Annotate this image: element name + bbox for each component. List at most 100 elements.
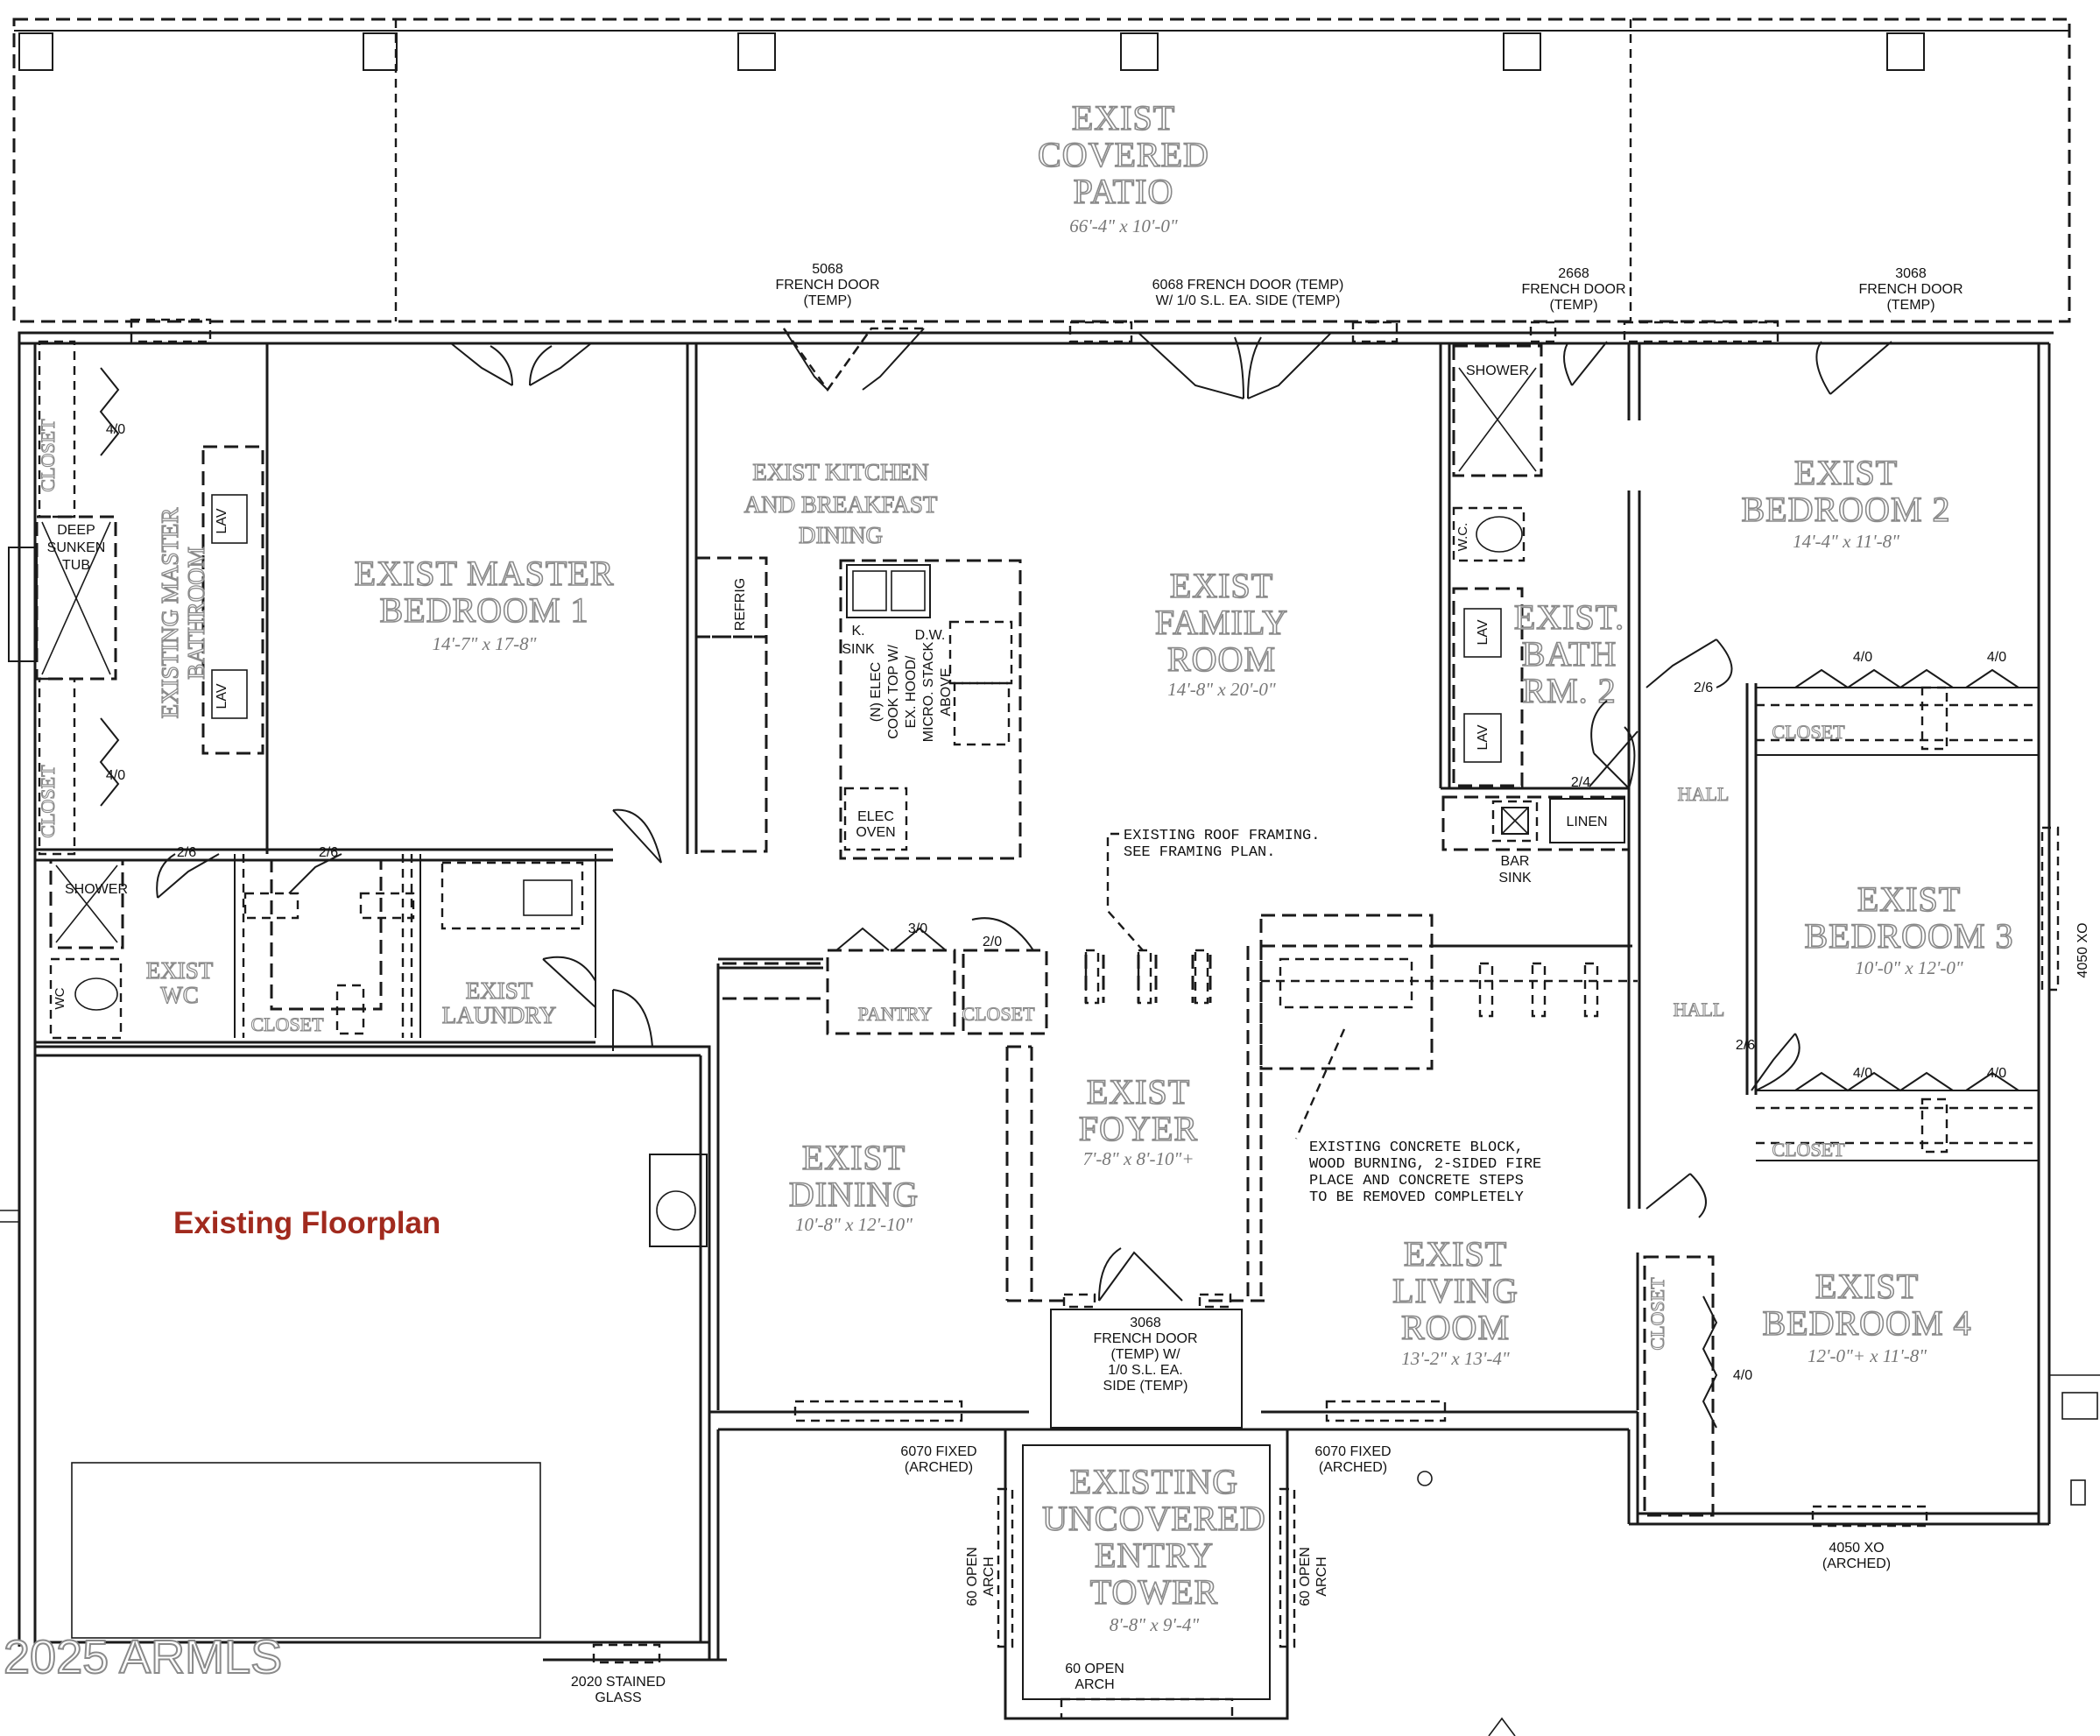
xo-bottom-2: (ARCHED) xyxy=(1822,1556,1891,1571)
tub-2: SUNKEN xyxy=(47,540,106,555)
living-name-3: ROOM xyxy=(1401,1308,1510,1347)
d5068-2: FRENCH DOOR xyxy=(775,278,879,293)
cooktop-4: MICRO. STACK xyxy=(921,641,936,742)
living-name-2: LIVING xyxy=(1392,1271,1519,1310)
svg-text:6070 FIXED: 6070 FIXED xyxy=(900,1444,976,1459)
bed2-name-2: BEDROOM 2 xyxy=(1741,490,1950,529)
svg-text:ABOVE: ABOVE xyxy=(939,667,954,716)
note-roof-1: EXISTING ROOF FRAMING. xyxy=(1124,828,1320,844)
cooktop-3: EX. HOOD/ xyxy=(904,655,919,728)
pantry-label: PANTRY xyxy=(858,1003,933,1025)
note-fire-2: WOOD BURNING, 2-SIDED FIRE xyxy=(1309,1156,1541,1173)
svg-text:3068: 3068 xyxy=(1130,1316,1161,1330)
note-fire-1: EXISTING CONCRETE BLOCK, xyxy=(1309,1140,1524,1156)
size-mb-4-0-b: 4/0 xyxy=(106,768,125,783)
svg-text:MICRO. STACK: MICRO. STACK xyxy=(921,641,936,742)
svg-text:5068: 5068 xyxy=(812,262,843,277)
svg-text:SIDE (TEMP): SIDE (TEMP) xyxy=(1103,1379,1188,1394)
d6068-1: 6068 FRENCH DOOR (TEMP) xyxy=(1152,278,1344,293)
laundry-name-2: LAUNDRY xyxy=(442,1002,557,1028)
note-fire-4: TO BE REMOVED COMPLETELY xyxy=(1309,1189,1524,1206)
svg-text:(TEMP): (TEMP) xyxy=(803,293,851,308)
bed2-dims: 14'-4" x 11'-8" xyxy=(1793,531,1899,552)
dining: EXIST DINING 10'-8" x 12'-10" 6070 FIXED… xyxy=(649,1137,977,1475)
bath2-name-1: EXIST. xyxy=(1514,597,1624,637)
svg-text:BATH: BATH xyxy=(1522,634,1617,674)
note-roof-2: SEE FRAMING PLAN. xyxy=(1124,844,1275,861)
kitchen-name-2: AND BREAKFAST xyxy=(744,491,938,518)
bedroom-3: EXIST BEDROOM 3 10'-0" x 12'-0" 4050 XO … xyxy=(1673,826,2090,1161)
tub-1: DEEP xyxy=(57,523,95,538)
entry-name-3: ENTRY xyxy=(1095,1535,1214,1575)
watermark: 2025 ARMLS xyxy=(4,1631,282,1683)
dining-dims: 10'-8" x 12'-10" xyxy=(795,1214,913,1235)
oven-2: OVEN xyxy=(856,825,895,840)
svg-text:60 OPEN: 60 OPEN xyxy=(965,1547,980,1606)
entry-dims: 8'-8" x 9'-4" xyxy=(1110,1614,1200,1635)
bed4-name-1: EXIST xyxy=(1815,1267,1919,1306)
svg-text:ARCH: ARCH xyxy=(1075,1677,1114,1692)
svg-text:ENTRY: ENTRY xyxy=(1095,1535,1214,1575)
d2668-3: (TEMP) xyxy=(1549,298,1597,313)
bath-2: SHOWER W.C. LAV LAV EXIST. BATH RM. 2 LI… xyxy=(1441,344,1638,886)
family-name-2: FAMILY xyxy=(1155,603,1288,642)
svg-text:RM. 2: RM. 2 xyxy=(1522,671,1616,710)
wc-name-2: WC xyxy=(160,982,199,1008)
lav-1: LAV xyxy=(215,508,229,533)
svg-text:EXIST: EXIST xyxy=(1087,1072,1190,1111)
svg-text:1/0 S.L. EA.: 1/0 S.L. EA. xyxy=(1108,1363,1182,1378)
family-dims: 14'-8" x 20'-0" xyxy=(1167,679,1276,700)
lav-3: LAV xyxy=(1476,619,1490,645)
size-b2-4-0-a: 4/0 xyxy=(1853,650,1872,665)
svg-text:EXIST: EXIST xyxy=(1794,453,1898,492)
svg-text:EX. HOOD/: EX. HOOD/ xyxy=(904,655,919,728)
bath2-name-2: BATH xyxy=(1522,634,1617,674)
svg-text:TOWER: TOWER xyxy=(1090,1572,1218,1612)
svg-text:BEDROOM 3: BEDROOM 3 xyxy=(1804,916,2013,956)
wc2-label: W.C. xyxy=(1455,523,1470,552)
wc-name-1: EXIST xyxy=(146,957,214,984)
svg-text:(ARCHED): (ARCHED) xyxy=(1822,1556,1891,1571)
size-b4-4-0: 4/0 xyxy=(1733,1368,1752,1383)
svg-text:EXIST: EXIST xyxy=(466,977,533,1004)
svg-text:WOOD BURNING, 2-SIDED FIRE: WOOD BURNING, 2-SIDED FIRE xyxy=(1309,1156,1541,1173)
living-dims: 13'-2" x 13'-4" xyxy=(1401,1348,1510,1369)
svg-text:WC: WC xyxy=(160,982,199,1008)
pantry-area: PANTRY CLOSET 3/0 2/0 xyxy=(722,917,1599,1035)
svg-text:4050 XO: 4050 XO xyxy=(1829,1541,1884,1556)
master-bath-name-1: EXISTING MASTER xyxy=(157,508,183,719)
svg-text:EXIST.: EXIST. xyxy=(1514,597,1624,637)
svg-text:EXISTING ROOF FRAMING.: EXISTING ROOF FRAMING. xyxy=(1124,828,1320,844)
svg-text:BEDROOM 4: BEDROOM 4 xyxy=(1762,1303,1971,1343)
stained-glass-window: 2020 STAINED GLASS xyxy=(571,1643,666,1705)
patio-name-1: EXIST xyxy=(1072,98,1175,138)
ksink-1: K. xyxy=(851,624,864,639)
foyer-dims: 7'-8" x 8'-10"+ xyxy=(1082,1148,1194,1169)
closet-mb-2: CLOSET xyxy=(37,765,59,838)
svg-text:EXIST: EXIST xyxy=(802,1138,906,1177)
closet-b3: CLOSET xyxy=(1772,1139,1845,1161)
entry-name-4: TOWER xyxy=(1090,1572,1218,1612)
bed3-dims: 10'-0" x 12'-0" xyxy=(1855,957,1963,978)
hall-1: HALL xyxy=(1678,783,1730,805)
d3068t-2: FRENCH DOOR xyxy=(1858,282,1963,297)
svg-text:W/ 1/0 S.L. EA. SIDE (TEMP): W/ 1/0 S.L. EA. SIDE (TEMP) xyxy=(1156,293,1341,308)
foyer-name-2: FOYER xyxy=(1079,1109,1198,1148)
d5068-3: (TEMP) xyxy=(803,293,851,308)
fireplace-note: EXISTING CONCRETE BLOCK, WOOD BURNING, 2… xyxy=(1309,1140,1541,1206)
svg-text:2668: 2668 xyxy=(1558,266,1589,281)
north-arrow-icon xyxy=(1488,1717,1516,1736)
bath2-name-3: RM. 2 xyxy=(1522,671,1616,710)
tub-3: TUB xyxy=(62,558,90,573)
size-b3-2-6: 2/6 xyxy=(1736,1038,1755,1053)
d3068f-5: SIDE (TEMP) xyxy=(1103,1379,1188,1394)
svg-text:BEDROOM 1: BEDROOM 1 xyxy=(379,590,588,630)
patio-dims: 66'-4" x 10'-0" xyxy=(1069,215,1178,236)
svg-text:TUB: TUB xyxy=(62,558,90,573)
barsink-1: BAR xyxy=(1501,854,1530,869)
d3068f-4: 1/0 S.L. EA. xyxy=(1108,1363,1182,1378)
arch-right-2: ARCH xyxy=(1314,1556,1329,1596)
svg-text:SINK: SINK xyxy=(842,642,875,657)
svg-text:SEE FRAMING PLAN.: SEE FRAMING PLAN. xyxy=(1124,844,1275,861)
svg-text:60 OPEN: 60 OPEN xyxy=(1065,1662,1124,1676)
